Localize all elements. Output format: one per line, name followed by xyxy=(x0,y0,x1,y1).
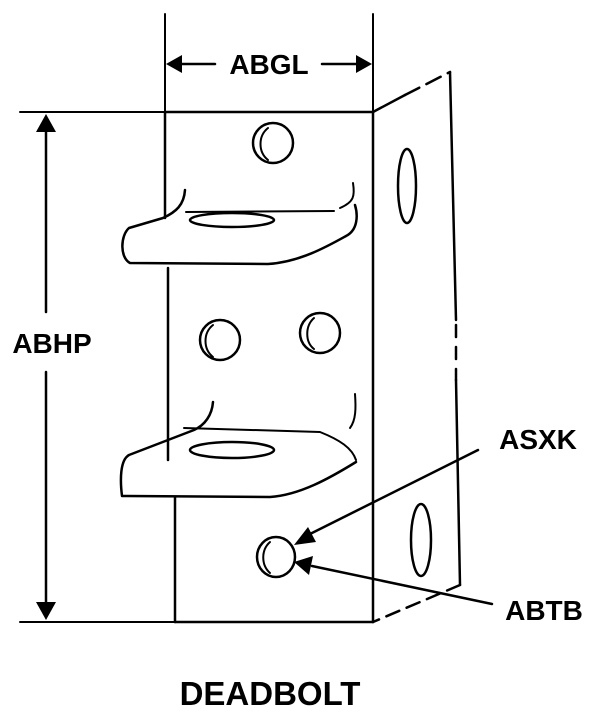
upper-tab xyxy=(121,182,358,266)
caption: DEADBOLT xyxy=(180,675,361,712)
leader-hole-1 xyxy=(294,448,480,545)
leader-hole-2 xyxy=(294,556,494,606)
middle-right-hole xyxy=(298,311,342,355)
side-flange xyxy=(371,70,462,624)
height-dimension-arrow xyxy=(36,114,56,620)
bottom-front-hole xyxy=(255,535,297,579)
hole-1-label: ASXK xyxy=(499,424,577,455)
height-label: ABHP xyxy=(12,328,91,359)
middle-left-hole xyxy=(198,318,242,362)
upper-side-slot xyxy=(396,147,418,225)
width-label: ABGL xyxy=(229,49,308,80)
width-dimension-arrow xyxy=(166,55,372,73)
height-extension-lines xyxy=(19,111,176,623)
front-plate xyxy=(163,110,375,624)
lower-side-slot xyxy=(409,502,433,578)
top-front-hole xyxy=(251,121,295,165)
hole-2-label: ABTB xyxy=(505,595,583,626)
width-extension-lines xyxy=(164,13,374,113)
lower-tab xyxy=(119,393,358,499)
